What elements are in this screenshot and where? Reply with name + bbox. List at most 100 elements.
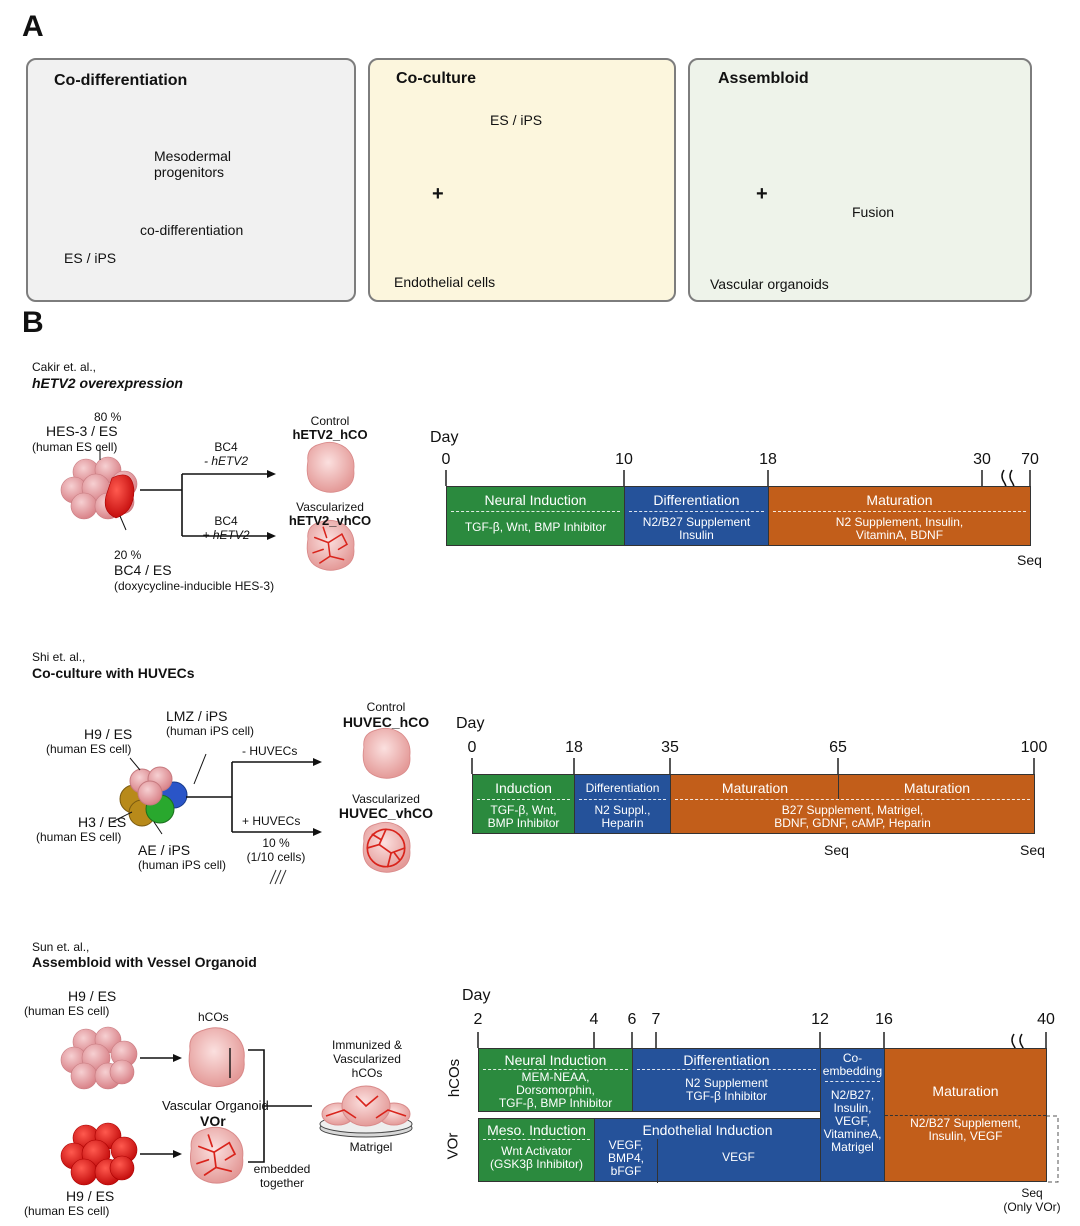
seg-detail: N2 Supplement, Insulin, VitaminA, BDNF bbox=[835, 515, 964, 542]
seg-detail: VEGF, BMP4, bFGF bbox=[607, 1138, 644, 1178]
sun-h9b: H9 / ES bbox=[66, 1188, 115, 1204]
seg-title: Induction bbox=[495, 780, 552, 796]
sun-seq: Seq (Only VOr) bbox=[1003, 1186, 1061, 1214]
seg-title: Maturation bbox=[903, 780, 971, 796]
sun-immunized: Immunized & Vascularized hCOs bbox=[331, 1038, 403, 1080]
cakir-tick-30: 30 bbox=[973, 451, 991, 468]
seg-detail: N2/B27, Insulin, VEGF, VitamineA, Matrig… bbox=[823, 1088, 882, 1154]
shi-pct-sub: (1/10 cells) bbox=[246, 850, 306, 864]
seg-title: Co- embedding bbox=[822, 1051, 883, 1078]
shi-vasc-name: HUVEC_vhCO bbox=[338, 805, 434, 821]
assembloid-vasc-label: Vascular organoids bbox=[710, 276, 829, 292]
cakir-seg-neural: Neural Induction TGF-β, Wnt, BMP Inhibit… bbox=[446, 486, 625, 546]
shi-tick-65: 65 bbox=[829, 739, 847, 756]
sun-h9b-sub: (human ES cell) bbox=[24, 1204, 110, 1218]
cakir-hes: HES-3 / ES bbox=[46, 423, 118, 439]
shi-h3-sub: (human ES cell) bbox=[36, 830, 122, 844]
assembloid-title: Assembloid bbox=[718, 70, 809, 87]
seg-title: Neural Induction bbox=[484, 492, 587, 508]
shi-seq-100: Seq bbox=[1020, 842, 1045, 858]
shi-seg-induction: Induction TGF-β, Wnt, BMP Inhibitor bbox=[472, 774, 575, 834]
shi-lmz-sub: (human iPS cell) bbox=[166, 724, 255, 738]
shi-h9: H9 / ES bbox=[84, 726, 133, 742]
coculture-endo-label: Endothelial cells bbox=[394, 274, 496, 290]
shi-ae-sub: (human iPS cell) bbox=[138, 858, 227, 872]
seg-divider bbox=[825, 1081, 880, 1082]
seg-title: Differentiation bbox=[653, 492, 740, 508]
cakir-tick-70: 70 bbox=[1021, 451, 1039, 468]
sun-tick-12: 12 bbox=[811, 1011, 829, 1028]
coculture-es-label: ES / iPS bbox=[490, 112, 543, 128]
seg-detail: Wnt Activator (GSK3β Inhibitor) bbox=[490, 1144, 583, 1171]
cakir-arm2-a: BC4 bbox=[214, 514, 238, 528]
cakir-day-label: Day bbox=[430, 429, 459, 446]
shi-tick-0: 0 bbox=[467, 739, 477, 756]
cakir-arm2-b: + hETV2 bbox=[202, 528, 250, 542]
cakir-arm1-a: BC4 bbox=[214, 440, 238, 454]
assembloid-plus: + bbox=[756, 183, 768, 205]
seg-divider bbox=[773, 511, 1026, 512]
shi-tick-18: 18 bbox=[565, 739, 583, 756]
cakir-hes-sub: (human ES cell) bbox=[32, 440, 118, 454]
shi-ctrl: Control bbox=[366, 700, 406, 714]
sun-row-hcos: hCOs bbox=[446, 1058, 464, 1098]
sun-vor-label: Vascular Organoid bbox=[162, 1098, 269, 1113]
seg-title: Differentiation bbox=[683, 1052, 770, 1068]
codiff-box: Co-differentiation bbox=[26, 58, 356, 302]
seg-title: Differentiation bbox=[585, 781, 660, 795]
shi-h3: H3 / ES bbox=[78, 814, 127, 830]
cakir-vasc: Vascularized bbox=[296, 500, 364, 514]
shi-arm2: + HUVECs bbox=[242, 814, 301, 828]
seg-title: Endothelial Induction bbox=[642, 1122, 773, 1138]
seg-divider bbox=[629, 511, 764, 512]
seg-detail: MEM-NEAA, Dorsomorphin, TGF-β, BMP Inhib… bbox=[498, 1070, 613, 1110]
sun-hcos-label: hCOs bbox=[198, 1010, 229, 1024]
sun-tick-2: 2 bbox=[473, 1011, 483, 1028]
shi-tick-35: 35 bbox=[661, 739, 679, 756]
shi-vasc: Vascularized bbox=[352, 792, 420, 806]
sun-citation: Sun et. al., bbox=[32, 940, 90, 954]
assembloid-fusion-label: Fusion bbox=[852, 204, 895, 220]
cakir-hes-pct: 80 % bbox=[94, 410, 122, 424]
seg-divider bbox=[451, 511, 620, 512]
seg-divider bbox=[579, 799, 666, 800]
shi-arm1: - HUVECs bbox=[242, 744, 298, 758]
cakir-ctrl-name: hETV2_hCO bbox=[292, 427, 368, 442]
coculture-box: Co-culture bbox=[368, 58, 676, 302]
sun-h9a: H9 / ES bbox=[68, 988, 117, 1004]
shi-ae: AE / iPS bbox=[138, 842, 191, 858]
sun-embedded: embedded together bbox=[253, 1162, 311, 1190]
sun-seg-meso: Meso. Induction Wnt Activator (GSK3β Inh… bbox=[478, 1118, 595, 1182]
seg-divider bbox=[637, 1069, 816, 1070]
cakir-seg-diff: Differentiation N2/B27 Supplement Insuli… bbox=[624, 486, 769, 546]
sun-tick-7: 7 bbox=[651, 1011, 661, 1028]
cakir-bc4-pct: 20 % bbox=[114, 548, 142, 562]
cakir-bc4: BC4 / ES bbox=[114, 562, 172, 578]
sun-seg-maturation: Maturation N2/B27 Supplement, Insulin, V… bbox=[884, 1048, 1047, 1182]
shi-seg-maturation: Maturation Maturation B27 Supplement, Ma… bbox=[670, 774, 1035, 834]
seg-divider bbox=[477, 799, 570, 800]
shi-seg-diff: Differentiation N2 Suppl., Heparin bbox=[574, 774, 671, 834]
cakir-bc4-sub: (doxycycline-inducible HES-3) bbox=[114, 579, 275, 593]
sun-tick-6: 6 bbox=[627, 1011, 637, 1028]
codiff-cell-label: ES / iPS bbox=[64, 250, 117, 266]
shi-seq-65: Seq bbox=[824, 842, 849, 858]
seg-detail: VEGF bbox=[722, 1150, 755, 1164]
seg-detail: N2 Suppl., Heparin bbox=[594, 803, 651, 830]
coculture-plus: + bbox=[432, 183, 444, 205]
cakir-seq: Seq bbox=[1017, 552, 1042, 568]
seg-detail: N2/B27 Supplement, Insulin, VEGF bbox=[910, 1116, 1021, 1143]
seg-title: Meso. Induction bbox=[487, 1122, 586, 1138]
shi-tick-100: 100 bbox=[1020, 739, 1048, 756]
seg-title: Maturation bbox=[866, 492, 933, 508]
seg-detail: N2 Supplement TGF-β Inhibitor bbox=[685, 1076, 768, 1103]
seg-detail: B27 Supplement, Matrigel, BDNF, GDNF, cA… bbox=[774, 803, 931, 830]
seg-split bbox=[838, 775, 839, 799]
cakir-vasc-name: hETV2_vhCO bbox=[288, 513, 372, 528]
sun-h9a-sub: (human ES cell) bbox=[24, 1004, 110, 1018]
seg-detail: TGF-β, Wnt, BMP Inhibitor bbox=[487, 803, 560, 830]
panel-b-letter: B bbox=[22, 306, 44, 339]
sun-tick-40: 40 bbox=[1037, 1011, 1055, 1028]
seg-divider bbox=[483, 1069, 628, 1070]
seg-detail: N2/B27 Supplement Insulin bbox=[642, 515, 751, 542]
